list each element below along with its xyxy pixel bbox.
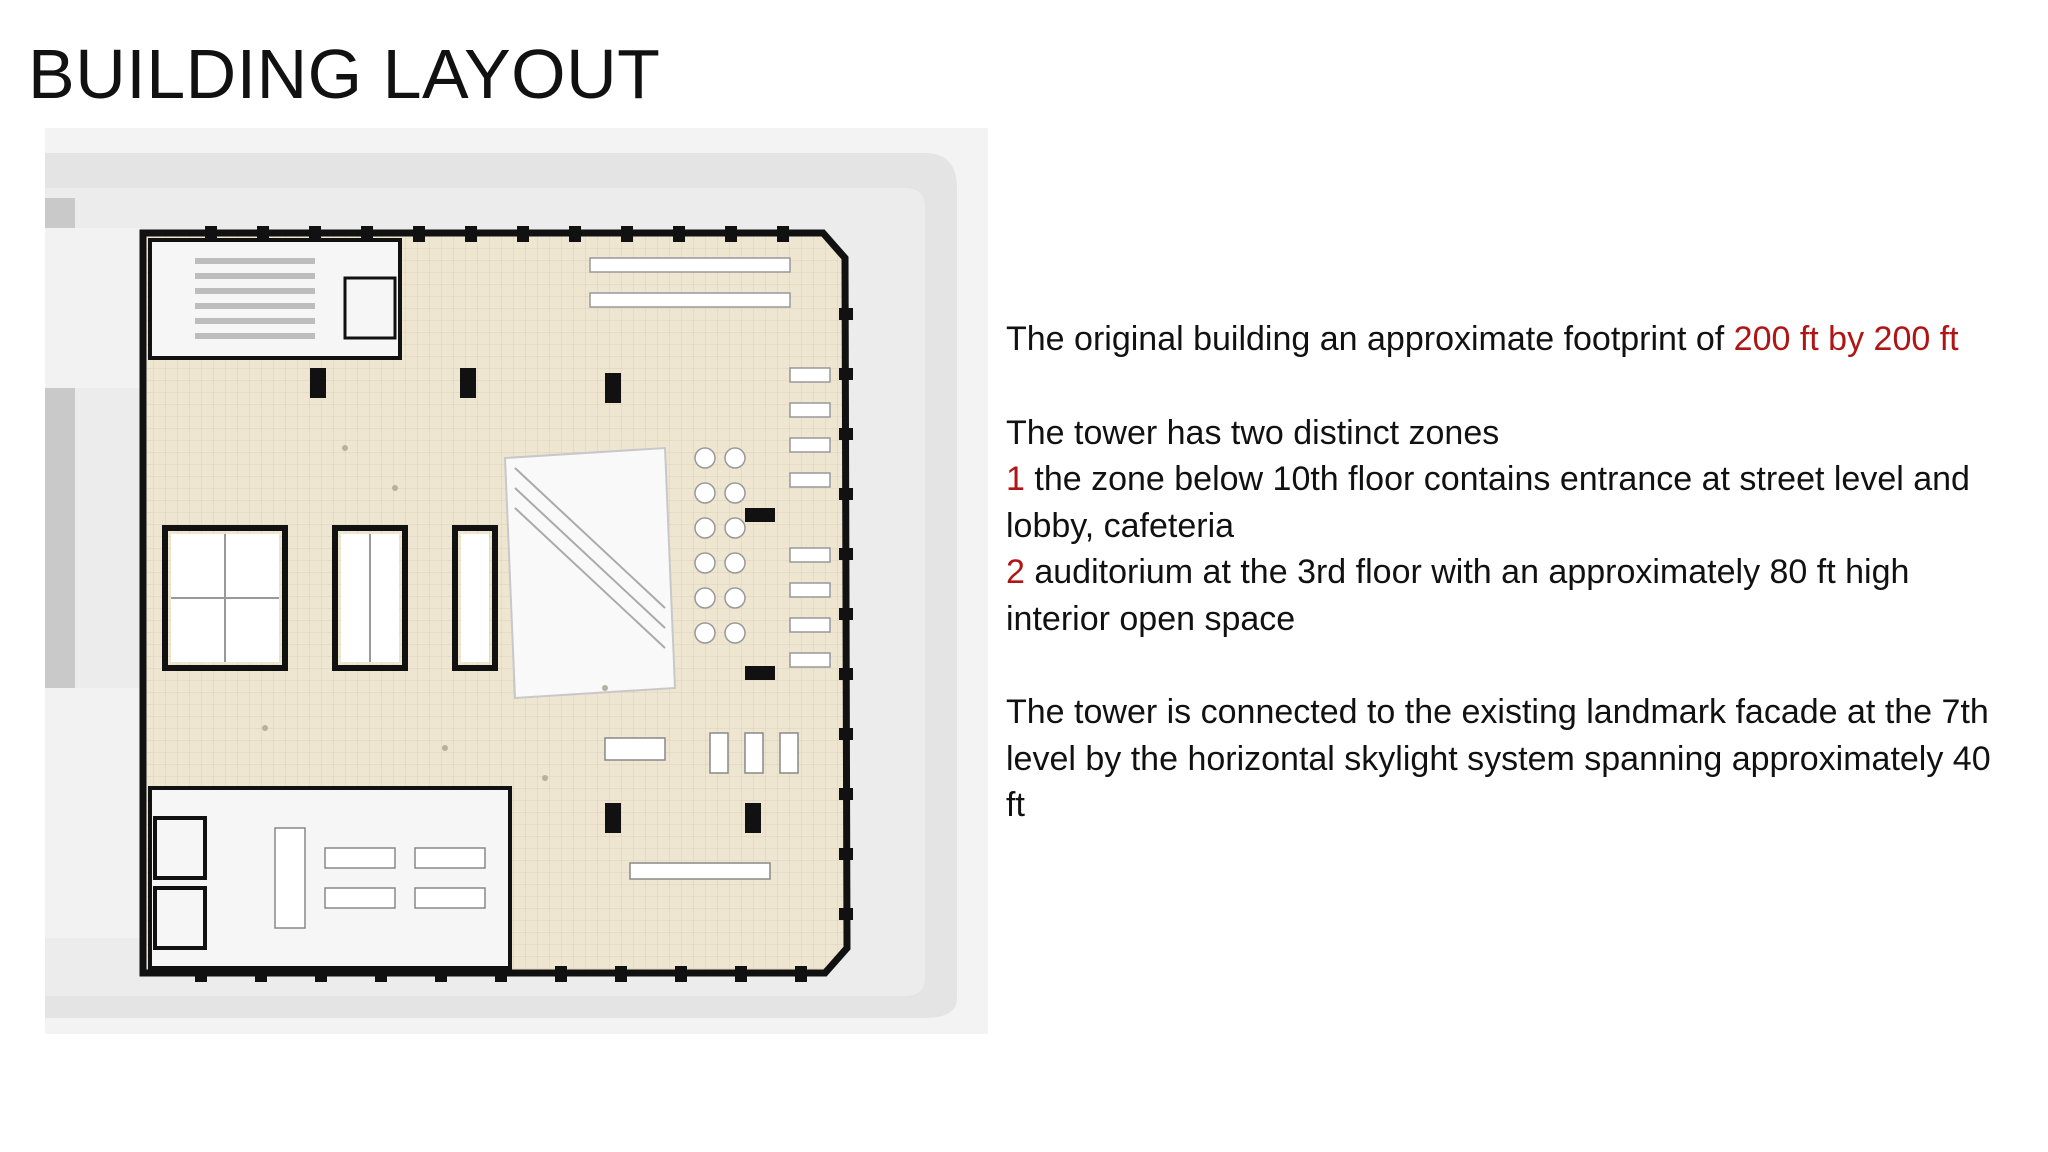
zone-item-2-number: 2	[1006, 553, 1025, 591]
floor-plan-drawing	[45, 128, 988, 1034]
footprint-paragraph: The original building an approximate foo…	[1006, 316, 2006, 363]
spacer	[1006, 642, 2006, 689]
description-text: The original building an approximate foo…	[1006, 316, 2006, 829]
zone-item-1-text: the zone below 10th floor contains entra…	[1006, 460, 1970, 545]
zone-item-1: 1 the zone below 10th floor contains ent…	[1006, 456, 2006, 549]
footprint-highlight: 200 ft by 200 ft	[1733, 320, 1959, 358]
zone-item-2-text: auditorium at the 3rd floor with an appr…	[1006, 553, 1910, 638]
zone-item-1-number: 1	[1006, 460, 1025, 498]
zone-item-2: 2 auditorium at the 3rd floor with an ap…	[1006, 549, 2006, 642]
footprint-lead: The original building an approximate foo…	[1006, 320, 1734, 358]
spacer	[1006, 363, 2006, 410]
floor-plan-image	[45, 128, 988, 1034]
connection-paragraph: The tower is connected to the existing l…	[1006, 693, 1991, 824]
zones-intro: The tower has two distinct zones	[1006, 413, 1500, 452]
slide-title: BUILDING LAYOUT	[28, 35, 661, 113]
